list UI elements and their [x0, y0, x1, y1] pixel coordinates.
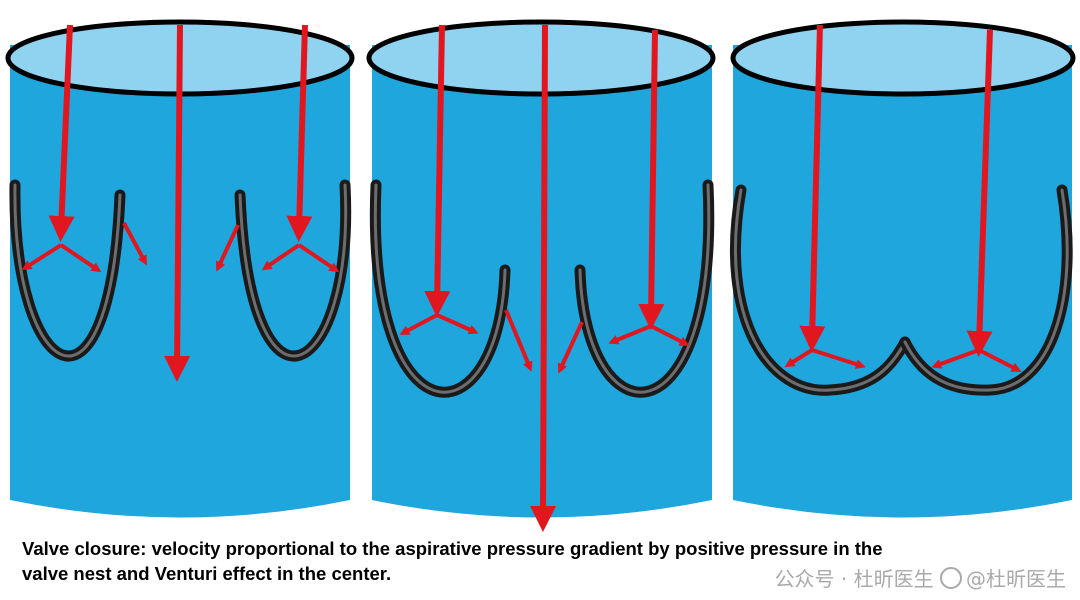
panel-closing-valve: [366, 19, 716, 532]
flow-arrow: [799, 24, 826, 352]
flow-arrows: [784, 24, 1022, 372]
vessel-body: [733, 45, 1072, 518]
vortex-arrow: [608, 324, 652, 345]
vortex-arrow: [811, 348, 866, 369]
vortex-arrow: [978, 348, 1022, 372]
vortex-arrow: [215, 224, 240, 272]
flow-arrow: [424, 24, 451, 317]
flow-arrow: [286, 24, 313, 242]
watermark-handle: @杜昕医生: [966, 567, 1066, 591]
flow-arrow: [164, 24, 191, 382]
vessel-top-opening: [730, 19, 1076, 97]
flow-arrow: [48, 24, 75, 242]
vortex-arrow: [931, 348, 980, 369]
figure-caption: Valve closure: velocity proportional to …: [22, 536, 1022, 586]
vortex-arrow: [436, 313, 479, 335]
vessel-top-opening: [366, 19, 716, 97]
vortex-arrow: [784, 348, 814, 368]
flow-arrow: [530, 24, 557, 532]
vortex-arrow: [504, 309, 533, 372]
leaflet-left: [729, 184, 911, 396]
weibo-icon: [940, 567, 962, 589]
caption-line-1: Valve closure: velocity proportional to …: [22, 538, 883, 559]
leaflet-right: [574, 179, 715, 398]
leaflet-right: [234, 179, 352, 362]
leaflet-left: [369, 179, 511, 398]
vortex-arrow: [122, 222, 147, 266]
flow-arrow: [638, 29, 665, 330]
vortex-arrow: [650, 324, 690, 346]
leaflet-left: [9, 179, 126, 362]
vortex-arrow: [399, 313, 438, 335]
vortex-arrow: [297, 243, 340, 273]
flow-arrow: [966, 29, 993, 357]
vortex-arrow: [59, 243, 102, 273]
watermark-text: 公众号 · 杜昕医生: [774, 567, 934, 591]
panel-open-valve: [5, 19, 355, 518]
panel-closed-valve: [729, 19, 1076, 518]
flow-arrows: [399, 24, 690, 532]
watermark: 公众号 · 杜昕医生 @杜昕医生: [775, 563, 1066, 592]
flow-arrows: [21, 24, 340, 382]
leaflet-right: [899, 184, 1073, 396]
vortex-arrow: [261, 243, 301, 271]
caption-line-2: valve nest and Venturi effect in the cen…: [22, 563, 392, 584]
vortex-arrow: [21, 243, 63, 271]
vortex-arrow: [557, 321, 584, 374]
